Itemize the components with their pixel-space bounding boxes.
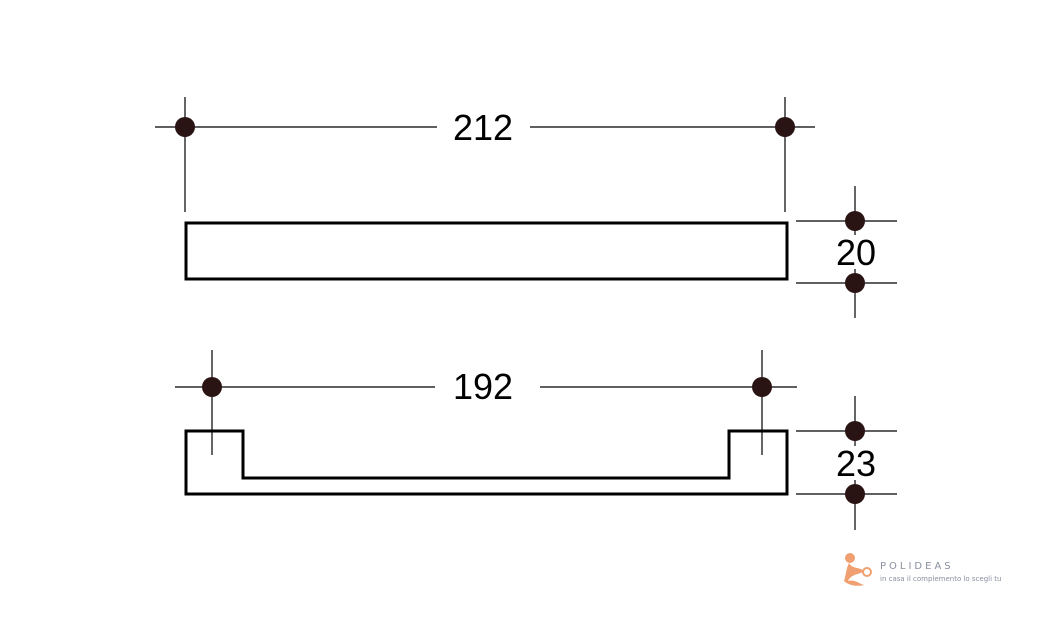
- top-height-label: 20: [836, 232, 876, 273]
- top-length-label: 212: [453, 107, 513, 148]
- figure-logo-icon: [844, 553, 872, 586]
- logo-brand-text: POLIDEAS: [880, 561, 954, 572]
- bottom-height-label: 23: [836, 443, 876, 484]
- logo-tagline: in casa il complemento lo scegli tu: [880, 575, 1002, 583]
- top-height-label-bg: [830, 235, 882, 269]
- top-handle-view: 212 20: [155, 97, 897, 318]
- bottom-handle-view: 192 23: [175, 350, 897, 530]
- bottom-height-label-bg: [830, 446, 882, 480]
- poliideas-logo: POLIDEAS in casa il complemento lo scegl…: [838, 551, 1008, 591]
- bottom-height-dot-top: [845, 421, 865, 441]
- bottom-handle-profile: [184, 429, 789, 496]
- top-height-dot-bottom: [845, 273, 865, 293]
- bottom-length-label: 192: [453, 366, 513, 407]
- bottom-length-dot-left: [202, 377, 222, 397]
- top-length-dot-left: [175, 117, 195, 137]
- bottom-height-dot-bottom: [845, 484, 865, 504]
- bottom-length-dot-right: [752, 377, 772, 397]
- top-length-dot-right: [775, 117, 795, 137]
- top-handle-profile: [184, 221, 789, 281]
- top-height-dot-top: [845, 211, 865, 231]
